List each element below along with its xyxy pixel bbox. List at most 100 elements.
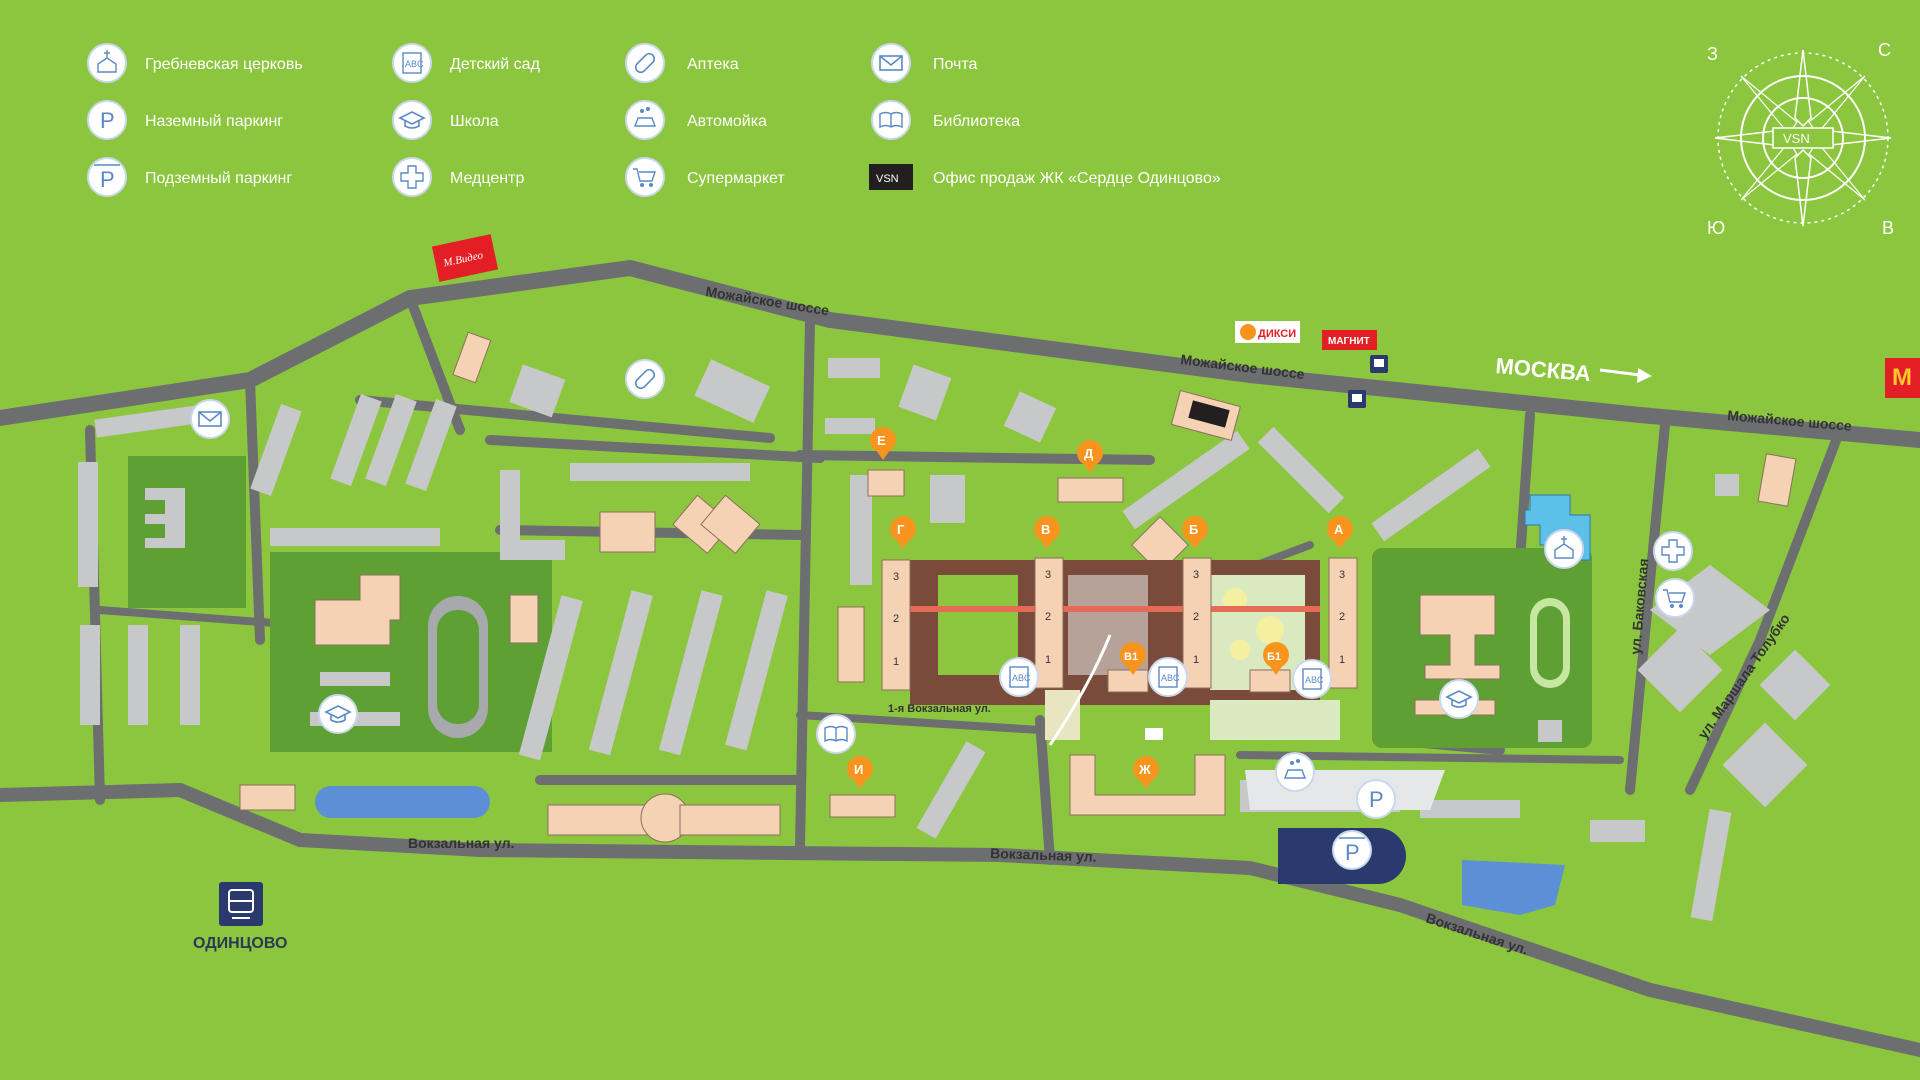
bus-stop-2[interactable]	[1348, 390, 1366, 408]
svg-text:3: 3	[1339, 569, 1345, 581]
poi-kindergarten-2[interactable]: ABC	[1148, 657, 1188, 697]
legend-item-mail[interactable]: Почта	[871, 43, 978, 83]
poi-pharmacy[interactable]	[625, 359, 665, 399]
svg-text:В1: В1	[1124, 651, 1138, 663]
tower-b: 3 2 1	[1182, 557, 1212, 689]
right-school-area	[1372, 548, 1592, 748]
marker-v1[interactable]: В1	[1120, 642, 1146, 675]
marker-b1[interactable]: Б1	[1263, 642, 1289, 675]
road-network	[0, 260, 1920, 1057]
bus-stop-1[interactable]	[1370, 355, 1388, 373]
svg-text:Г: Г	[897, 522, 905, 537]
sales-office-marker[interactable]	[1170, 389, 1241, 442]
legend-item-kindergarten[interactable]: ABC Детский сад	[392, 43, 541, 83]
poi-school-left[interactable]	[318, 694, 358, 734]
legend-item-supermarket[interactable]: Супермаркет	[625, 157, 785, 197]
station-label: ОДИНЦОВО	[193, 935, 287, 952]
road-label-vokzalnaya-first: 1-я Вокзальная ул.	[888, 703, 991, 715]
legend-item-school[interactable]: Школа	[392, 100, 499, 140]
mozhayskoe-highway	[0, 260, 1920, 448]
svg-text:В: В	[1041, 522, 1050, 537]
poi-mail[interactable]	[190, 399, 230, 439]
store-magnit[interactable]: МАГНИТ	[1322, 330, 1377, 350]
medical-icon	[1661, 539, 1685, 563]
poi-library[interactable]	[816, 714, 856, 754]
church-icon	[97, 50, 117, 73]
svg-text:Б: Б	[1189, 522, 1198, 537]
railway-station[interactable]: ОДИНЦОВО	[193, 882, 287, 952]
legend-item-library[interactable]: Библиотека	[871, 100, 1020, 140]
store-dixy[interactable]: ДИКСИ	[1235, 321, 1300, 343]
poi-medical[interactable]	[1653, 531, 1693, 571]
legend-label: Аптека	[687, 56, 739, 73]
marker-e[interactable]: Е	[870, 427, 896, 460]
marker-zh[interactable]: Ж	[1133, 756, 1159, 789]
legend-item-ground-parking[interactable]: P Наземный паркинг	[87, 100, 283, 140]
svg-text:2: 2	[1193, 611, 1199, 623]
svg-text:3: 3	[1045, 569, 1051, 581]
legend-label: Наземный паркинг	[145, 113, 283, 130]
supermarket-icon	[633, 168, 656, 182]
poi-carwash[interactable]	[1275, 752, 1315, 792]
legend-item-medical[interactable]: Медцентр	[392, 157, 524, 197]
beige-buildings	[239, 331, 1797, 843]
compass-rose: VSN С В Ю З	[1707, 40, 1894, 238]
legend-label: Супермаркет	[687, 170, 785, 187]
church-icon	[1554, 536, 1574, 559]
legend-label: Гребневская церковь	[145, 56, 303, 73]
dixy-logo-text: ДИКСИ	[1258, 328, 1296, 340]
supermarket-icon	[1663, 589, 1686, 603]
legend-item-church[interactable]: Гребневская церковь	[87, 43, 303, 83]
svg-text:2: 2	[893, 613, 899, 625]
svg-text:2: 2	[1339, 611, 1345, 623]
compass-west: З	[1707, 44, 1718, 64]
poi-supermarket[interactable]	[1655, 578, 1695, 618]
svg-text:Б1: Б1	[1267, 651, 1281, 663]
poi-kindergarten-1[interactable]: ABC	[999, 657, 1039, 697]
marker-v[interactable]: В	[1034, 516, 1060, 549]
legend-item-underground-parking[interactable]: P Подземный паркинг	[87, 157, 292, 197]
compass-east: В	[1882, 218, 1894, 238]
mail-icon	[198, 411, 222, 427]
legend-label: Медцентр	[450, 170, 524, 187]
marker-i[interactable]: И	[847, 756, 873, 789]
medical-icon	[400, 165, 424, 189]
marker-d[interactable]: Д	[1077, 440, 1103, 473]
legend-label: Почта	[933, 56, 978, 73]
svg-text:3: 3	[893, 571, 899, 583]
marker-g[interactable]: Г	[890, 516, 916, 549]
svg-text:ABC: ABC	[405, 59, 424, 69]
poi-church[interactable]	[1544, 529, 1584, 569]
legend-item-pharmacy[interactable]: Аптека	[625, 43, 739, 83]
svg-text:И: И	[854, 762, 863, 777]
legend-label: Подземный паркинг	[145, 170, 292, 187]
svg-text:3: 3	[1193, 569, 1199, 581]
legend-item-carwash[interactable]: Автомойка	[625, 100, 767, 140]
train-icon	[219, 882, 263, 926]
poi-kindergarten-3[interactable]: ABC	[1292, 659, 1332, 699]
mail-icon	[879, 55, 903, 71]
compass-south: Ю	[1707, 218, 1725, 238]
store-mvideo[interactable]: М.Видео	[431, 234, 499, 282]
poi-school-right[interactable]	[1439, 679, 1479, 719]
marker-a[interactable]: А	[1327, 516, 1353, 549]
kindergarten-icon	[1158, 666, 1178, 688]
svg-text:ABC: ABC	[1305, 675, 1324, 685]
kindergarten-icon	[1302, 668, 1322, 690]
marker-b[interactable]: Б	[1182, 516, 1208, 549]
legend-item-sales-office[interactable]: VSN Офис продаж ЖК «Сердце Одинцово»	[869, 164, 1221, 190]
vokzalnaya-street	[0, 783, 1920, 1057]
svg-text:1: 1	[893, 656, 899, 668]
svg-text:1: 1	[1339, 654, 1345, 666]
pharmacy-icon	[634, 52, 656, 74]
svg-text:А: А	[1334, 522, 1344, 537]
map-poi-icons: ABC ABC ABC P P	[190, 359, 1695, 870]
legend: Гребневская церковь P Наземный паркинг P…	[87, 43, 1221, 197]
poi-parking-underground[interactable]: P	[1332, 830, 1372, 870]
svg-text:1: 1	[1193, 654, 1199, 666]
tower-g: 3 2 1	[881, 559, 911, 691]
store-mcdonalds[interactable]: M	[1885, 358, 1920, 398]
poi-parking-ground[interactable]: P	[1356, 779, 1396, 819]
legend-label: Офис продаж ЖК «Сердце Одинцово»	[933, 170, 1221, 187]
kindergarten-icon	[402, 52, 422, 74]
